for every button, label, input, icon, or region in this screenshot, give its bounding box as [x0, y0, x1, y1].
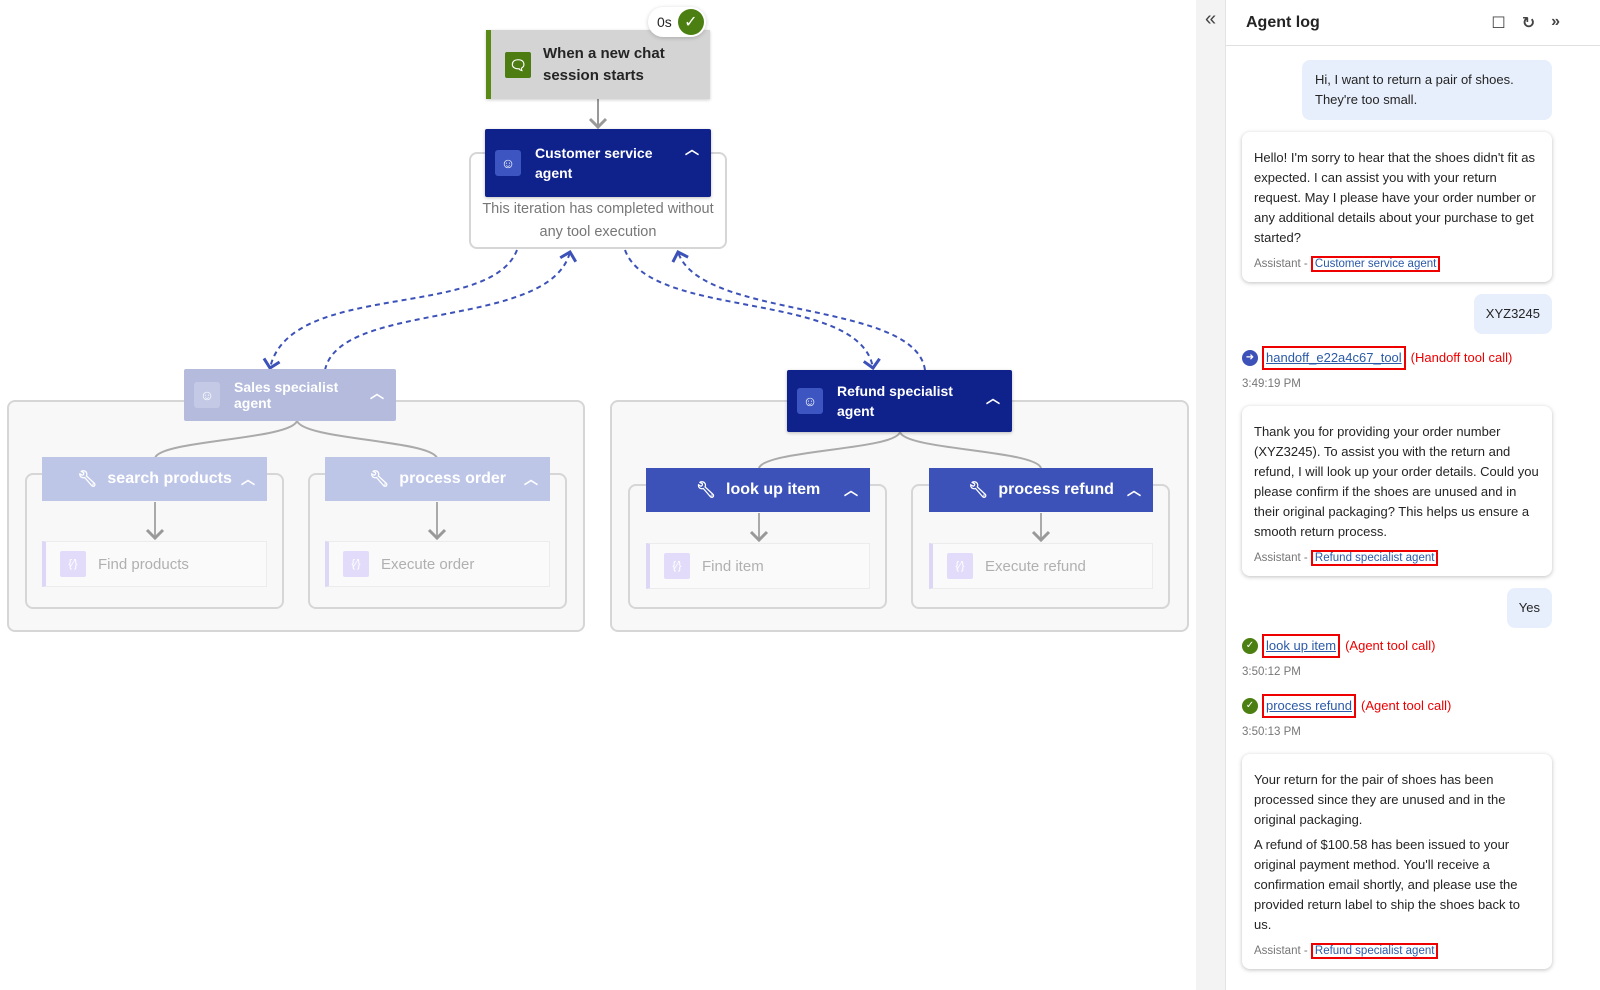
tool-search-products[interactable]: 🔧︎ search products ︿ [42, 457, 267, 501]
assistant-message: Your return for the pair of shoes has be… [1242, 754, 1552, 969]
handoff-from-sales [324, 249, 578, 371]
wrench-icon: 🔧︎ [77, 471, 98, 488]
expression-icon: {⁄} [60, 551, 86, 577]
tool-process-refund[interactable]: 🔧︎ process refund ︿ [929, 468, 1153, 512]
chevron-up-icon[interactable]: ︿ [844, 482, 858, 498]
expression-icon: {⁄} [664, 553, 690, 579]
expression-icon: {⁄} [947, 553, 973, 579]
role-label: Assistant - [1254, 552, 1308, 564]
chevron-up-icon[interactable]: ︿ [241, 471, 255, 487]
run-status-badge: 0s ✓ [648, 7, 706, 37]
tool-link[interactable]: look up item [1262, 634, 1341, 658]
action-label: Execute order [381, 555, 475, 573]
tool-call-note: (Handoff tool call) [1410, 350, 1513, 365]
handoff-to-sales [262, 249, 518, 371]
role-label: Assistant - [1254, 258, 1308, 270]
action-execute-refund[interactable]: {⁄} Execute refund [929, 543, 1153, 589]
chevron-up-icon[interactable]: ︿ [685, 141, 699, 157]
action-label: Find products [98, 555, 189, 573]
tool-link[interactable]: handoff_e22a4c67_tool [1262, 346, 1406, 370]
message-text: Your return for the pair of shoes has be… [1254, 772, 1506, 827]
connectors [145, 99, 1051, 543]
collapse-left-icon[interactable]: « [1204, 8, 1217, 30]
action-label: Execute refund [985, 557, 1086, 575]
tool-call-handoff: ➜ handoff_e22a4c67_tool (Handoff tool ca… [1242, 346, 1552, 370]
checkmark-icon: ✓ [1242, 698, 1258, 714]
message-text: Thank you for providing your order numbe… [1254, 424, 1539, 539]
tool-call-note: (Agent tool call) [1345, 638, 1436, 653]
arrow-right-icon: ➜ [1242, 350, 1258, 366]
message-list: Hi, I want to return a pair of shoes. Th… [1226, 46, 1568, 969]
action-label: Find item [702, 557, 764, 575]
checkmark-icon: ✓ [1242, 638, 1258, 654]
iteration-note: This iteration has completed without any… [482, 201, 714, 240]
tool-label: process refund [998, 481, 1114, 498]
assistant-message: Thank you for providing your order numbe… [1242, 406, 1552, 576]
collapse-right-icon[interactable]: » [1551, 13, 1560, 30]
user-message: Yes [1506, 588, 1552, 628]
agent-title: Customer service agent [535, 145, 653, 181]
checkmark-icon: ✓ [677, 9, 704, 35]
trigger-node[interactable]: 🗨 When a new chat session starts [486, 30, 710, 99]
tool-look-up-item[interactable]: 🔧︎ look up item ︿ [646, 468, 870, 512]
sales-specialist-agent-node[interactable]: ☺ Sales specialist agent ︿ [184, 369, 396, 421]
tool-label: process order [399, 470, 507, 487]
handoff-from-refund [671, 249, 926, 371]
chevron-up-icon[interactable]: ︿ [370, 385, 384, 401]
timestamp: 3:50:13 PM [1242, 726, 1301, 738]
message-text: A refund of $100.58 has been issued to y… [1254, 837, 1520, 932]
bot-icon: ☺ [495, 150, 521, 176]
agent-log-panel: Agent log ☐ ↻ » Hi, I want to return a p… [1226, 0, 1600, 990]
wrench-icon: 🔧︎ [695, 482, 717, 499]
role-label: Assistant - [1254, 945, 1308, 957]
agent-link[interactable]: Refund specialist agent [1310, 943, 1439, 959]
wrench-icon: 🔧︎ [368, 471, 390, 488]
user-message: XYZ3245 [1473, 294, 1552, 334]
bot-icon: ☺ [194, 382, 220, 408]
panel-title: Agent log [1246, 13, 1320, 31]
tool-call-process-refund: ✓ process refund (Agent tool call) [1242, 694, 1552, 718]
expression-icon: {⁄} [343, 551, 369, 577]
tool-call-note: (Agent tool call) [1361, 698, 1452, 713]
tool-label: look up item [726, 481, 821, 498]
panel-gutter: « [1196, 0, 1226, 990]
panel-header: Agent log ☐ ↻ » [1226, 0, 1600, 46]
action-find-products[interactable]: {⁄} Find products [42, 541, 267, 587]
agent-title: Sales specialist agent [234, 379, 339, 411]
chevron-up-icon[interactable]: ︿ [524, 471, 538, 487]
trigger-title: When a new chat session starts [543, 44, 665, 84]
action-execute-order[interactable]: {⁄} Execute order [325, 541, 550, 587]
chevron-up-icon[interactable]: ︿ [1127, 482, 1141, 498]
handoff-to-refund [624, 249, 881, 371]
duration: 0s [657, 14, 672, 30]
tool-link[interactable]: process refund [1262, 694, 1356, 718]
tool-label: search products [107, 470, 232, 487]
timestamp: 3:49:19 PM [1242, 378, 1301, 390]
workflow-canvas[interactable]: 🗨 When a new chat session starts 0s ✓ ☺ … [0, 0, 1196, 990]
bot-icon: ☺ [797, 388, 823, 414]
action-find-item[interactable]: {⁄} Find item [646, 543, 870, 589]
agent-link[interactable]: Customer service agent [1310, 256, 1441, 272]
tool-call-look-up-item: ✓ look up item (Agent tool call) [1242, 634, 1552, 658]
user-message: Hi, I want to return a pair of shoes. Th… [1302, 60, 1552, 120]
agent-title: Refund specialist agent [837, 383, 953, 419]
chevron-up-icon[interactable]: ︿ [986, 390, 1000, 406]
wrench-icon: 🔧︎ [968, 482, 989, 499]
refresh-icon[interactable]: ↻ [1521, 15, 1536, 32]
customer-service-agent-node[interactable]: ☺ Customer service agent ︿ [485, 129, 711, 197]
maximize-icon[interactable]: ☐ [1491, 15, 1506, 32]
timestamp: 3:50:12 PM [1242, 666, 1301, 678]
message-text: Hello! I'm sorry to hear that the shoes … [1254, 150, 1536, 245]
tool-process-order[interactable]: 🔧︎ process order ︿ [325, 457, 550, 501]
assistant-message: Hello! I'm sorry to hear that the shoes … [1242, 132, 1552, 282]
chat-icon: 🗨 [505, 51, 531, 78]
refund-specialist-agent-node[interactable]: ☺ Refund specialist agent ︿ [787, 370, 1012, 432]
agent-link[interactable]: Refund specialist agent [1310, 550, 1439, 566]
